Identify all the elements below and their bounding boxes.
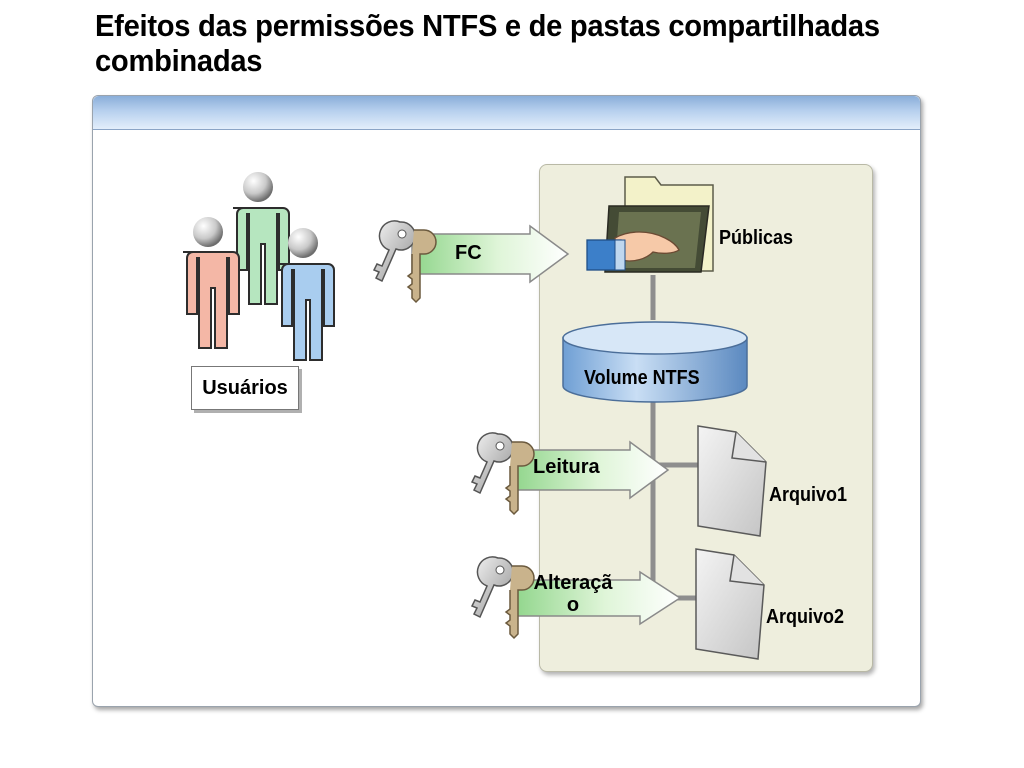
user-figure-red: [183, 217, 240, 349]
page-title: Efeitos das permissões NTFS e de pastas …: [95, 8, 880, 78]
change-permission-label-line1: Alteraçã: [533, 572, 613, 594]
users-label: Usuários: [202, 376, 288, 399]
users-icon: [183, 172, 335, 361]
file1-label: Arquivo1: [769, 484, 848, 506]
change-permission-arrow: [470, 556, 682, 640]
volume-label: Volume NTFS: [584, 367, 700, 389]
fc-permission-label: FC: [455, 242, 482, 264]
file-icon: [695, 548, 765, 660]
change-permission-label-line2: o: [566, 594, 580, 616]
key-icon: [470, 432, 535, 516]
user-figure-blue: [278, 228, 335, 361]
key-icon: [372, 220, 437, 304]
read-permission-label: Leitura: [533, 456, 600, 478]
folder-label: Públicas: [719, 227, 794, 249]
panel-header-bar: [93, 96, 920, 130]
fc-permission-arrow: [372, 220, 570, 304]
file-icon: [697, 425, 767, 537]
file2-label: Arquivo2: [766, 606, 845, 628]
user-figure-green: [233, 172, 290, 305]
users-label-box: Usuários: [191, 366, 299, 410]
read-permission-arrow: [470, 432, 670, 516]
change-permission-label: Alteraçã o: [528, 572, 618, 616]
database-icon: [562, 321, 748, 403]
key-icon: [470, 556, 535, 640]
shared-folder-icon: [586, 176, 714, 273]
